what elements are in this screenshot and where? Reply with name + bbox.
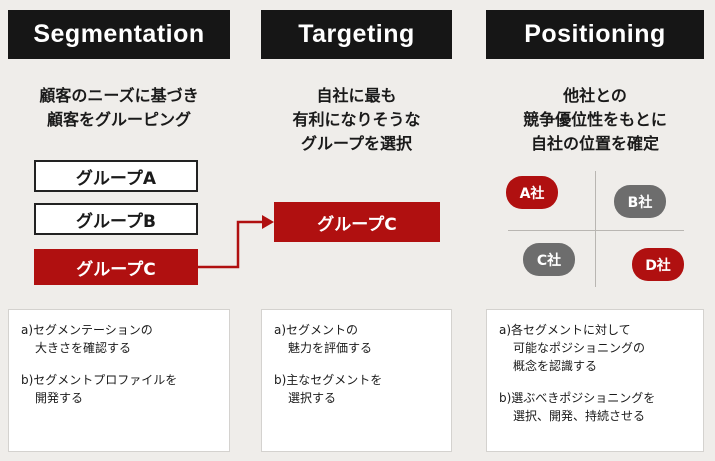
note-line: 可能なポジショニングの [513, 341, 646, 355]
company-a-badge: A社 [506, 176, 558, 209]
targeting-description-line: 自社に最も [316, 86, 397, 105]
note-line: 開発する [35, 391, 84, 405]
group-b-box: グループB [34, 203, 198, 235]
note-line: b)セグメントプロファイルを [21, 373, 178, 387]
positioning-header: Positioning [486, 10, 704, 59]
segmentation-description-line: 顧客のニーズに基づき [39, 86, 199, 105]
positioning-description-line: 競争優位性をもとに [523, 110, 667, 129]
note-line: a)セグメンテーションの [21, 323, 153, 337]
positioning-description: 他社との 競争優位性をもとに 自社の位置を確定 [486, 84, 704, 156]
note-line: a)セグメントの [274, 323, 359, 337]
note-line: 概念を認識する [513, 359, 598, 373]
note-item: a)セグメンテーションの 大きさを確認する [21, 321, 219, 357]
note-item: b)選ぶべきポジショニングを 選択、開発、持続させる [499, 389, 693, 425]
segmentation-notes: a)セグメンテーションの 大きさを確認する b)セグメントプロファイルを 開発す… [8, 309, 230, 452]
positioning-horizontal-axis [508, 230, 684, 231]
targeting-notes: a)セグメントの 魅力を評価する b)主なセグメントを 選択する [261, 309, 452, 452]
note-line: 魅力を評価する [288, 341, 373, 355]
segmentation-description-line: 顧客をグルーピング [46, 110, 191, 129]
group-a-box: グループA [34, 160, 198, 192]
note-item: b)主なセグメントを 選択する [274, 371, 441, 407]
segmentation-header: Segmentation [8, 10, 230, 59]
targeting-header: Targeting [261, 10, 452, 59]
note-line: 選択、開発、持続させる [513, 409, 646, 423]
segmentation-description: 顧客のニーズに基づき 顧客をグルーピング [8, 84, 230, 132]
note-item: a)各セグメントに対して 可能なポジショニングの 概念を認識する [499, 321, 693, 375]
positioning-description-line: 他社との [563, 86, 627, 105]
selection-arrow-line [198, 220, 266, 269]
target-group-box: グループC [274, 202, 440, 242]
targeting-description-line: 有利になりそうな [292, 110, 421, 129]
company-d-badge: D社 [632, 248, 684, 281]
note-line: 大きさを確認する [35, 341, 132, 355]
note-item: a)セグメントの 魅力を評価する [274, 321, 441, 357]
note-line: b)選ぶべきポジショニングを [499, 391, 656, 405]
note-line: b)主なセグメントを [274, 373, 383, 387]
note-item: b)セグメントプロファイルを 開発する [21, 371, 219, 407]
company-c-badge: C社 [523, 243, 575, 276]
selection-arrow-head [262, 215, 274, 229]
group-c-box-selected: グループC [34, 249, 198, 285]
positioning-vertical-axis [595, 171, 596, 287]
targeting-description-line: グループを選択 [300, 134, 413, 153]
positioning-description-line: 自社の位置を確定 [530, 134, 659, 153]
note-line: a)各セグメントに対して [499, 323, 631, 337]
targeting-description: 自社に最も 有利になりそうな グループを選択 [261, 84, 452, 156]
positioning-notes: a)各セグメントに対して 可能なポジショニングの 概念を認識する b)選ぶべきポ… [486, 309, 704, 452]
company-b-badge: B社 [614, 185, 666, 218]
note-line: 選択する [288, 391, 337, 405]
